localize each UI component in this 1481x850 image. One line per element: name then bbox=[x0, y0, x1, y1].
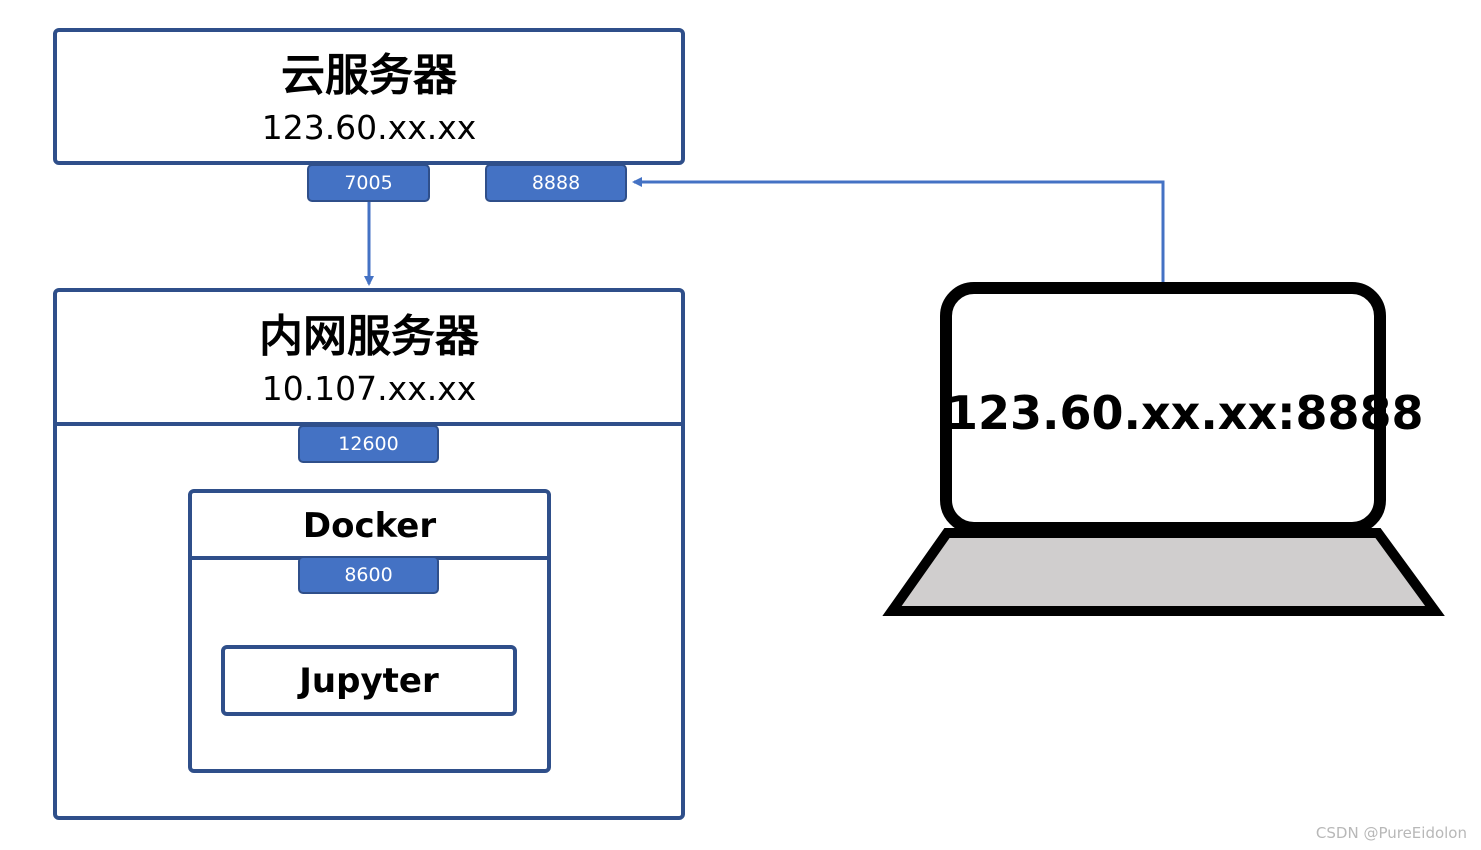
intranet-server-ip: 10.107.xx.xx bbox=[261, 369, 477, 408]
laptop-screen bbox=[940, 282, 1386, 534]
cloud-server-ip: 123.60.xx.xx bbox=[261, 108, 477, 147]
laptop-address: 123.60.xx.xx:8888 bbox=[946, 386, 1424, 440]
laptop-base bbox=[882, 528, 1445, 616]
intranet-header-divider bbox=[55, 422, 683, 426]
jupyter-box bbox=[221, 645, 517, 716]
intranet-server-title: 内网服务器 bbox=[259, 311, 479, 362]
docker-box bbox=[188, 489, 551, 773]
jupyter-title: Jupyter bbox=[299, 661, 439, 701]
docker-title: Docker bbox=[302, 506, 437, 546]
cloud-server-box bbox=[53, 28, 685, 165]
cloud-port-8888: 8888 bbox=[485, 164, 627, 202]
intranet-port-12600: 12600 bbox=[298, 425, 439, 463]
cloud-server-title: 云服务器 bbox=[281, 50, 457, 101]
arrow-laptop-to-8888 bbox=[632, 177, 1165, 288]
watermark: CSDN @PureEidolon bbox=[1315, 824, 1467, 842]
docker-port-8600: 8600 bbox=[298, 556, 439, 594]
cloud-port-7005: 7005 bbox=[307, 164, 430, 202]
